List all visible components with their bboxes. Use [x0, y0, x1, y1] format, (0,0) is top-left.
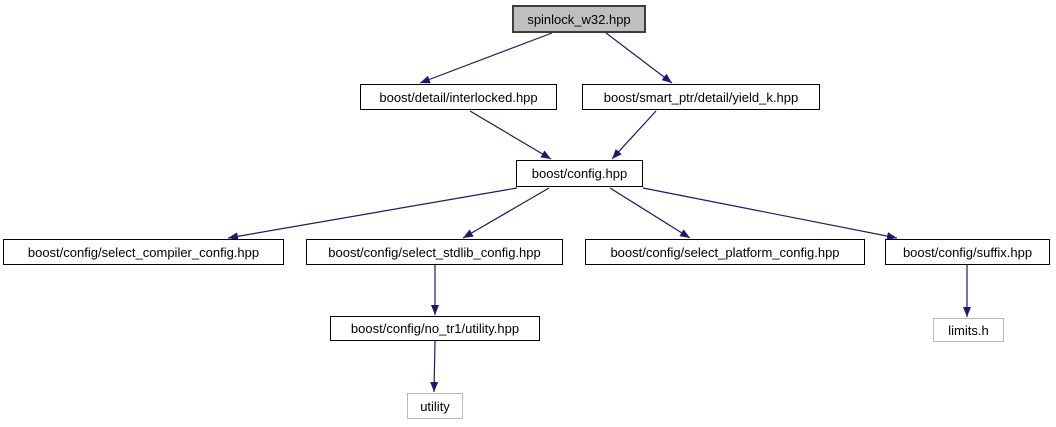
- edge-no_tr1_utility-utility: [430, 340, 439, 393]
- node-select_stdlib[interactable]: boost/config/select_stdlib_config.hpp: [306, 239, 563, 265]
- node-yield_k[interactable]: boost/smart_ptr/detail/yield_k.hpp: [582, 84, 820, 110]
- node-utility[interactable]: utility: [407, 393, 463, 419]
- node-suffix[interactable]: boost/config/suffix.hpp: [885, 239, 1050, 265]
- node-interlocked[interactable]: boost/detail/interlocked.hpp: [360, 84, 557, 110]
- node-select_compiler[interactable]: boost/config/select_compiler_config.hpp: [3, 239, 284, 265]
- node-spinlock_w32: spinlock_w32.hpp: [512, 5, 646, 33]
- edge-config-suffix: [642, 187, 898, 240]
- edge-config-select_stdlib: [462, 187, 550, 239]
- node-select_platform[interactable]: boost/config/select_platform_config.hpp: [585, 239, 865, 265]
- node-no_tr1_utility[interactable]: boost/config/no_tr1/utility.hpp: [330, 316, 540, 341]
- edge-config-select_compiler: [227, 187, 518, 241]
- edge-yield_k-config: [611, 110, 657, 160]
- edge-interlocked-config: [469, 110, 552, 160]
- edge-spinlock_w32-interlocked: [419, 32, 553, 84]
- node-limits_h[interactable]: limits.h: [933, 318, 1004, 342]
- edge-config-select_platform: [609, 187, 691, 239]
- node-config[interactable]: boost/config.hpp: [516, 160, 643, 187]
- edge-spinlock_w32-yield_k: [605, 32, 673, 84]
